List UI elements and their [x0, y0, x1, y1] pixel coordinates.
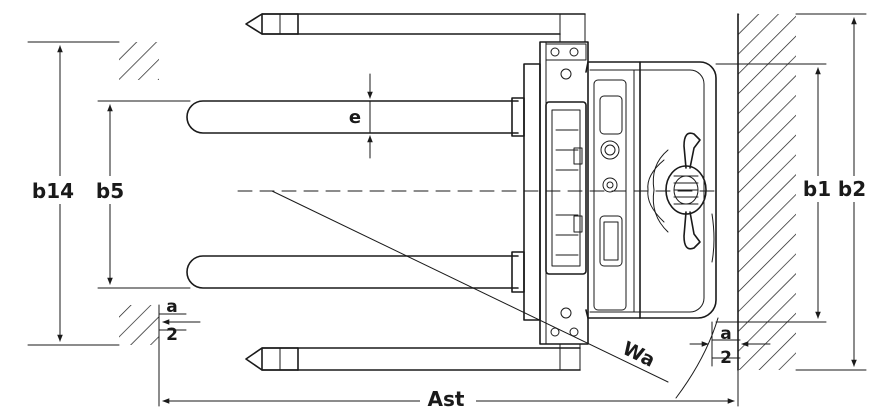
- two-left-label: 2: [166, 325, 178, 345]
- straddle-leg-bottom: [245, 347, 581, 371]
- pallet-truck: [186, 13, 717, 371]
- wall-hatch: [737, 13, 796, 371]
- half-a-right-dimension: [689, 339, 771, 359]
- pallet-corner-top-hatch: [119, 42, 159, 80]
- tiller-handle: [647, 132, 707, 250]
- extension-lines: [27, 13, 867, 407]
- b5-label: b5: [96, 179, 124, 203]
- b1-label: b1: [803, 177, 831, 201]
- b14-label: b14: [32, 179, 74, 203]
- a-right-label: a: [720, 324, 731, 344]
- ast-label: Ast: [428, 387, 465, 411]
- half-a-left-dimension: [158, 313, 201, 331]
- fork-bottom: [186, 251, 525, 293]
- straddle-leg-top: [245, 13, 586, 35]
- b2-label: b2: [838, 177, 866, 201]
- mast-plate: [539, 41, 589, 345]
- pallet-corner-bottom-hatch: [119, 305, 159, 345]
- a-left-label: a: [166, 297, 177, 317]
- turning-arc: [675, 317, 719, 399]
- fork-carriage: [523, 63, 541, 321]
- wa-label: Wa: [619, 337, 658, 371]
- chassis-outline: [585, 61, 717, 319]
- e-label: e: [349, 107, 361, 128]
- two-right-label: 2: [720, 348, 732, 368]
- wa-radius-line: [271, 190, 669, 383]
